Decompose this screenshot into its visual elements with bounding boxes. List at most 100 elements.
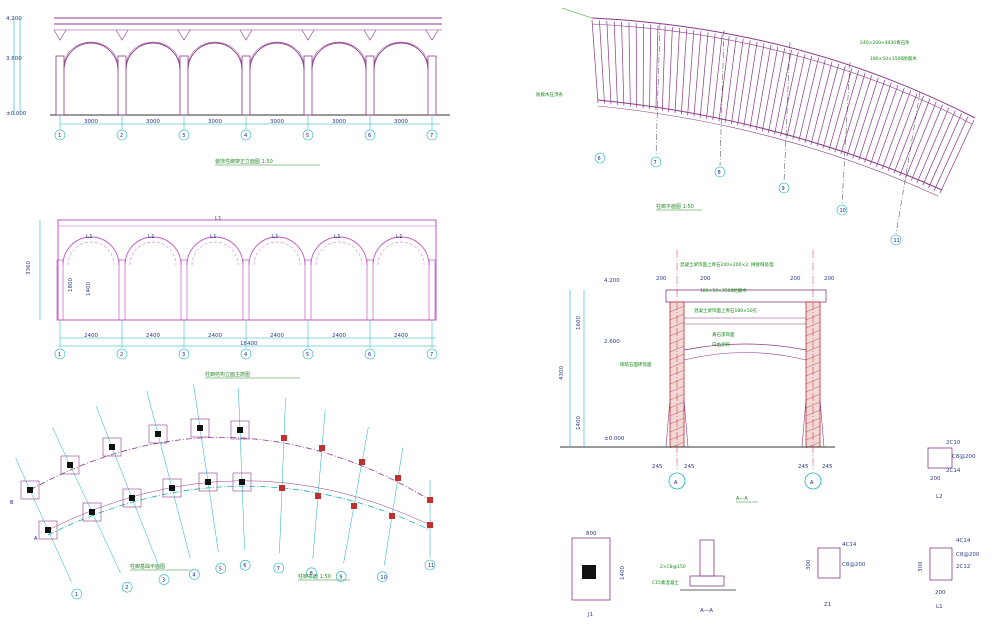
radial-axis <box>841 61 851 205</box>
axis-bubble <box>54 129 66 141</box>
row-axis: A <box>34 536 38 542</box>
axis-bubble <box>54 348 66 360</box>
timber-slat <box>786 53 806 138</box>
axis-label: 4 <box>244 133 247 139</box>
detail-z1: 4C14 C8@200 300 Z1 <box>806 542 866 608</box>
row-axis: B <box>10 500 14 506</box>
axis-bubble <box>121 581 133 593</box>
bottom-dim: 245 <box>798 464 809 470</box>
column-footing <box>67 462 73 468</box>
timber-slat <box>635 23 638 108</box>
timber-slat <box>864 82 892 163</box>
axis-bubble <box>306 567 317 579</box>
timber-slat <box>893 95 924 174</box>
level-label: 2.600 <box>604 339 620 345</box>
timber-slat <box>724 37 737 123</box>
note: 240×200×4430青石条 <box>860 39 910 46</box>
column <box>366 259 374 321</box>
footing-outline <box>102 437 122 457</box>
radial-axis <box>193 384 219 553</box>
column-footing <box>281 435 287 441</box>
arch-rebar <box>129 241 177 266</box>
dim: 300 <box>918 561 924 572</box>
arch-label: L1 <box>272 234 279 240</box>
axis-bubble <box>215 563 227 574</box>
axis-bubble <box>158 574 170 585</box>
level-label: ±0.000 <box>6 111 27 117</box>
timber-slat <box>674 27 680 114</box>
level-label: 4.200 <box>604 278 620 284</box>
note: 2C14 <box>946 468 961 474</box>
timber-slat <box>840 72 866 155</box>
column-footing <box>27 487 33 493</box>
column <box>55 55 65 116</box>
detail-j1: 800 1400 J1 <box>571 531 626 618</box>
column <box>241 55 251 116</box>
arch-rebar <box>253 241 301 266</box>
note: 混凝土梁饰面上青石180×50孔 <box>694 307 758 314</box>
axis-label: 10 <box>840 208 846 214</box>
arch-moulding <box>187 41 243 67</box>
timber-slat <box>613 21 618 106</box>
radial-axis <box>95 406 159 565</box>
timber-slat <box>606 20 612 105</box>
column <box>428 259 436 321</box>
axis-label: 11 <box>894 238 900 244</box>
axis-label: A <box>810 480 814 486</box>
axis-label: 10 <box>380 575 386 581</box>
timber-slat <box>749 43 765 129</box>
footing-outline <box>20 480 40 500</box>
axis-label: 2 <box>120 133 123 139</box>
note: 混凝土梁饰面上青石240×200×2, 拼接缝处理 <box>680 261 774 268</box>
axis-bubble <box>424 559 436 571</box>
axis-bubble <box>178 348 190 360</box>
view-title: A—A <box>736 496 748 502</box>
footing-outline <box>230 420 250 440</box>
radial-axis <box>312 409 326 559</box>
height-dim: 1400 <box>86 282 92 296</box>
footing-outline <box>148 424 168 444</box>
axis-bubble <box>240 348 252 360</box>
column-footing <box>427 522 433 528</box>
timber-slat <box>668 26 673 113</box>
height-dim: 1600 <box>576 316 582 330</box>
timber-slat <box>905 101 937 179</box>
axis-label: 9 <box>339 574 342 580</box>
timber-slat <box>687 29 695 116</box>
axis-label: 7 <box>277 566 280 572</box>
column-hatch <box>665 305 825 449</box>
capital <box>301 29 315 41</box>
elevation-structure: L1 L1 L1 L1 L1 L1 L1 3360 1800 1400 2400… <box>26 216 438 379</box>
column-footing <box>319 445 325 451</box>
arch-label: L1 <box>396 234 403 240</box>
axis-label: 2 <box>125 585 128 591</box>
arch <box>249 42 305 71</box>
timber-slat <box>591 19 599 104</box>
height-dim: 1400 <box>576 416 582 430</box>
bottom-dim: 245 <box>822 464 833 470</box>
footing-outline <box>162 478 182 498</box>
note: C8@200 <box>952 454 976 460</box>
footing-outline <box>60 455 80 475</box>
span-dim: 3000 <box>270 119 284 125</box>
axis-bubble <box>116 348 128 360</box>
column-footing <box>89 509 95 515</box>
timber-slat <box>922 110 956 186</box>
span-dim: 2400 <box>394 333 408 339</box>
detail-l2: 2C10 C8@200 2C14 200 L2 <box>927 440 976 500</box>
detail-label: L1 <box>936 604 943 610</box>
axis-label: 7 <box>430 133 433 139</box>
arch <box>310 236 368 266</box>
timber-slat <box>834 70 859 153</box>
axis-bubble <box>364 129 376 141</box>
arch-rebar <box>191 241 239 266</box>
timber-slat <box>916 107 950 184</box>
timber-slat <box>928 113 962 189</box>
axis-bubble <box>178 129 190 141</box>
column <box>427 55 437 116</box>
timber-slat <box>804 59 826 144</box>
bottom-dim: 245 <box>684 464 695 470</box>
